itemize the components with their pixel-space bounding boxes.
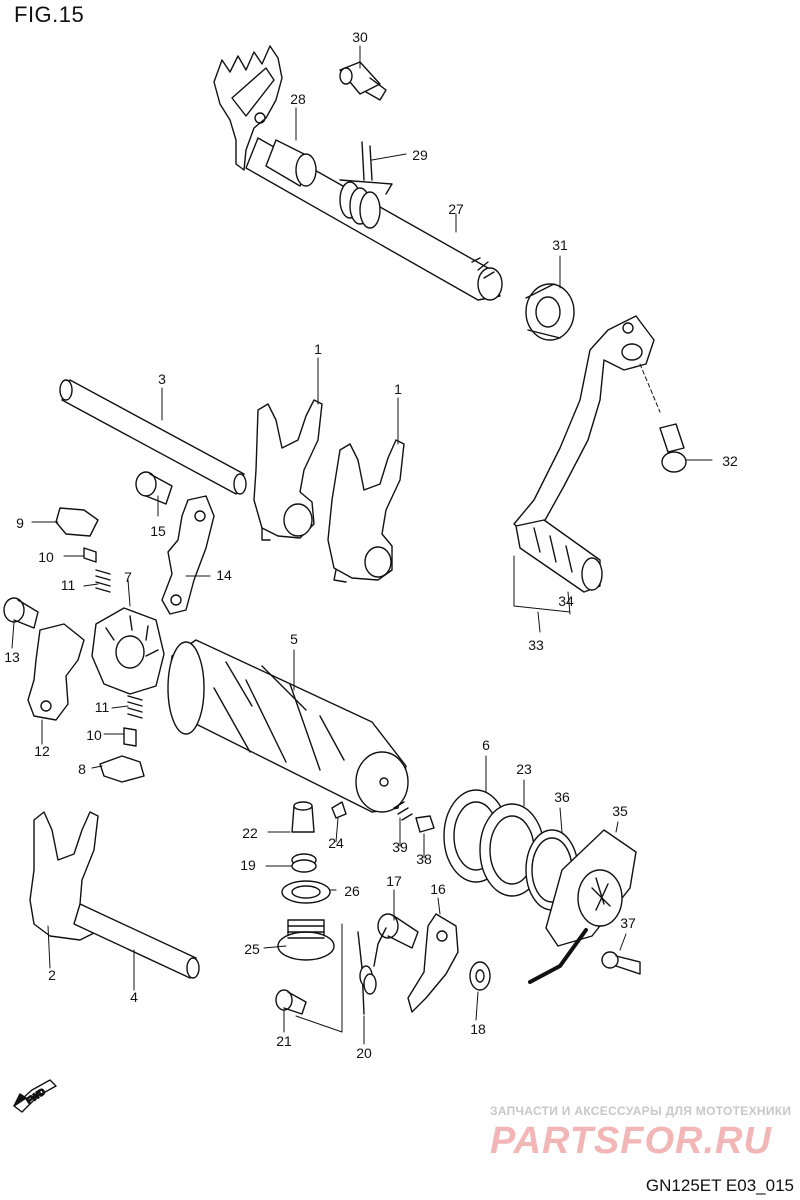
part-label-5: 5 xyxy=(290,631,298,647)
part-12-cam-guide[interactable] xyxy=(27,623,85,721)
part-label-10b: 10 xyxy=(86,727,102,743)
part-18-washer[interactable] xyxy=(469,961,491,991)
part-35-gear-position-switch[interactable] xyxy=(528,829,637,984)
part-label-23: 23 xyxy=(516,761,532,777)
part-11-spring-lower[interactable] xyxy=(127,695,143,719)
part-label-39: 39 xyxy=(392,839,408,855)
part-label-11b: 11 xyxy=(95,699,110,715)
part-label-16: 16 xyxy=(430,881,446,897)
part-22-neutral-contact[interactable] xyxy=(291,801,315,833)
watermark-tagline: ЗАПЧАСТИ И АКСЕССУАРЫ ДЛЯ МОТОТЕХНИКИ xyxy=(490,1104,792,1118)
part-label-10a: 10 xyxy=(38,549,54,565)
part-label-28: 28 xyxy=(290,91,306,107)
part-32-bolt[interactable] xyxy=(659,423,687,473)
part-label-20: 20 xyxy=(356,1045,372,1061)
part-label-32: 32 xyxy=(722,453,738,469)
part-1-shift-fork-a[interactable] xyxy=(253,399,323,541)
part-30-bolt[interactable] xyxy=(339,61,387,101)
part-label-24: 24 xyxy=(328,835,344,851)
part-label-29: 29 xyxy=(412,147,428,163)
part-34-lever-rubber[interactable] xyxy=(515,519,603,593)
part-label-17: 17 xyxy=(386,873,402,889)
part-26-gasket[interactable] xyxy=(281,880,331,904)
part-label-7: 7 xyxy=(124,569,132,585)
part-24-pin[interactable] xyxy=(331,801,347,819)
part-label-1a: 1 xyxy=(314,341,322,357)
part-label-36: 36 xyxy=(554,789,570,805)
part-31-oil-seal[interactable] xyxy=(525,283,575,341)
part-label-2: 2 xyxy=(48,967,56,983)
part-1-shift-fork-b[interactable] xyxy=(327,439,405,583)
part-label-1b: 1 xyxy=(394,381,402,397)
part-label-3: 3 xyxy=(158,371,166,387)
part-label-6: 6 xyxy=(482,737,490,753)
part-label-25: 25 xyxy=(244,941,260,957)
part-39-spring[interactable] xyxy=(393,801,413,821)
part-15-bolt[interactable] xyxy=(135,471,173,505)
part-14-cam-stopper-plate[interactable] xyxy=(161,495,215,615)
fwd-arrow-icon: FWD xyxy=(13,1079,57,1113)
part-label-11a: 11 xyxy=(61,577,76,593)
part-4-fork-shaft[interactable] xyxy=(73,903,200,979)
part-8-pawl-lower[interactable] xyxy=(99,755,145,783)
part-37-screw[interactable] xyxy=(601,951,641,975)
part-label-37: 37 xyxy=(620,915,636,931)
part-5-shift-cam-drum[interactable] xyxy=(167,639,409,813)
part-17-bolt[interactable] xyxy=(377,913,419,949)
part-label-22: 22 xyxy=(242,825,258,841)
part-label-27: 27 xyxy=(448,201,464,217)
part-label-18: 18 xyxy=(470,1021,486,1037)
part-9-pawl[interactable] xyxy=(55,507,99,537)
part-10-pin-lower[interactable] xyxy=(123,727,137,747)
part-label-15: 15 xyxy=(150,523,166,539)
part-33-gearshift-lever[interactable] xyxy=(513,315,655,537)
part-21-bolt[interactable] xyxy=(275,989,307,1015)
part-label-31: 31 xyxy=(552,237,568,253)
part-3-fork-shaft[interactable] xyxy=(59,379,247,495)
part-25-plug[interactable] xyxy=(277,919,335,961)
part-11-spring-upper[interactable] xyxy=(95,569,111,593)
part-label-30: 30 xyxy=(352,29,368,45)
part-label-34: 34 xyxy=(558,593,574,609)
part-label-19: 19 xyxy=(240,857,256,873)
part-19-spring[interactable] xyxy=(291,853,317,873)
figure-title: FIG.15 xyxy=(14,2,85,27)
part-label-8: 8 xyxy=(78,761,86,777)
part-label-38: 38 xyxy=(416,851,432,867)
part-label-4: 4 xyxy=(130,989,138,1005)
part-label-12: 12 xyxy=(34,743,50,759)
part-label-21: 21 xyxy=(276,1033,292,1049)
part-7-cam-driven-gear[interactable] xyxy=(91,607,165,695)
part-label-14: 14 xyxy=(216,567,232,583)
watermark-logo: PARTSFOR.RU xyxy=(490,1120,772,1162)
leader-lines xyxy=(11,45,713,1045)
part-28-shift-arm[interactable] xyxy=(213,45,283,171)
figure-code: GN125ET E03_015 xyxy=(645,1176,794,1195)
part-38-pin[interactable] xyxy=(415,815,435,833)
part-10-pin-upper[interactable] xyxy=(83,547,97,563)
part-29-return-spring[interactable] xyxy=(339,141,393,229)
part-label-26: 26 xyxy=(344,883,360,899)
part-20-spring[interactable] xyxy=(357,927,387,1015)
part-label-35: 35 xyxy=(612,803,628,819)
part-13-bolt[interactable] xyxy=(3,597,39,629)
part-16-stopper-arm[interactable] xyxy=(407,913,459,1013)
part-number-labels: 1 1 2 3 4 5 6 7 8 9 10 10 11 11 12 13 14… xyxy=(4,29,738,1061)
part-label-9: 9 xyxy=(16,515,24,531)
part-label-33: 33 xyxy=(528,637,544,653)
part-label-13: 13 xyxy=(4,649,20,665)
